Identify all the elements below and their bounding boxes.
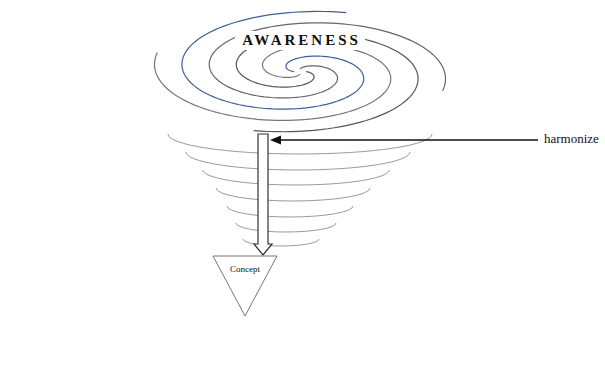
concept-triangle: Concept <box>212 255 278 317</box>
funnel-layer <box>203 170 389 185</box>
node-text: Concept <box>212 264 278 274</box>
leader-arrowhead <box>270 136 281 145</box>
leader-line <box>278 139 538 140</box>
triangle-outline <box>213 256 277 316</box>
funnel-layer <box>216 188 370 201</box>
funnel-layer <box>168 134 432 154</box>
spiral-outline <box>148 4 452 134</box>
funnel-layer <box>186 152 410 170</box>
funnel-layer <box>227 206 353 217</box>
funnel-layers <box>168 134 432 246</box>
spiral-arm <box>209 23 445 98</box>
flow-arrow <box>254 134 272 255</box>
node-text: AWARENESS <box>235 31 365 50</box>
awareness-spiral: AWARENESS <box>148 4 452 134</box>
funnel-layer <box>236 223 336 232</box>
harmonize-label: harmonize <box>544 131 599 147</box>
